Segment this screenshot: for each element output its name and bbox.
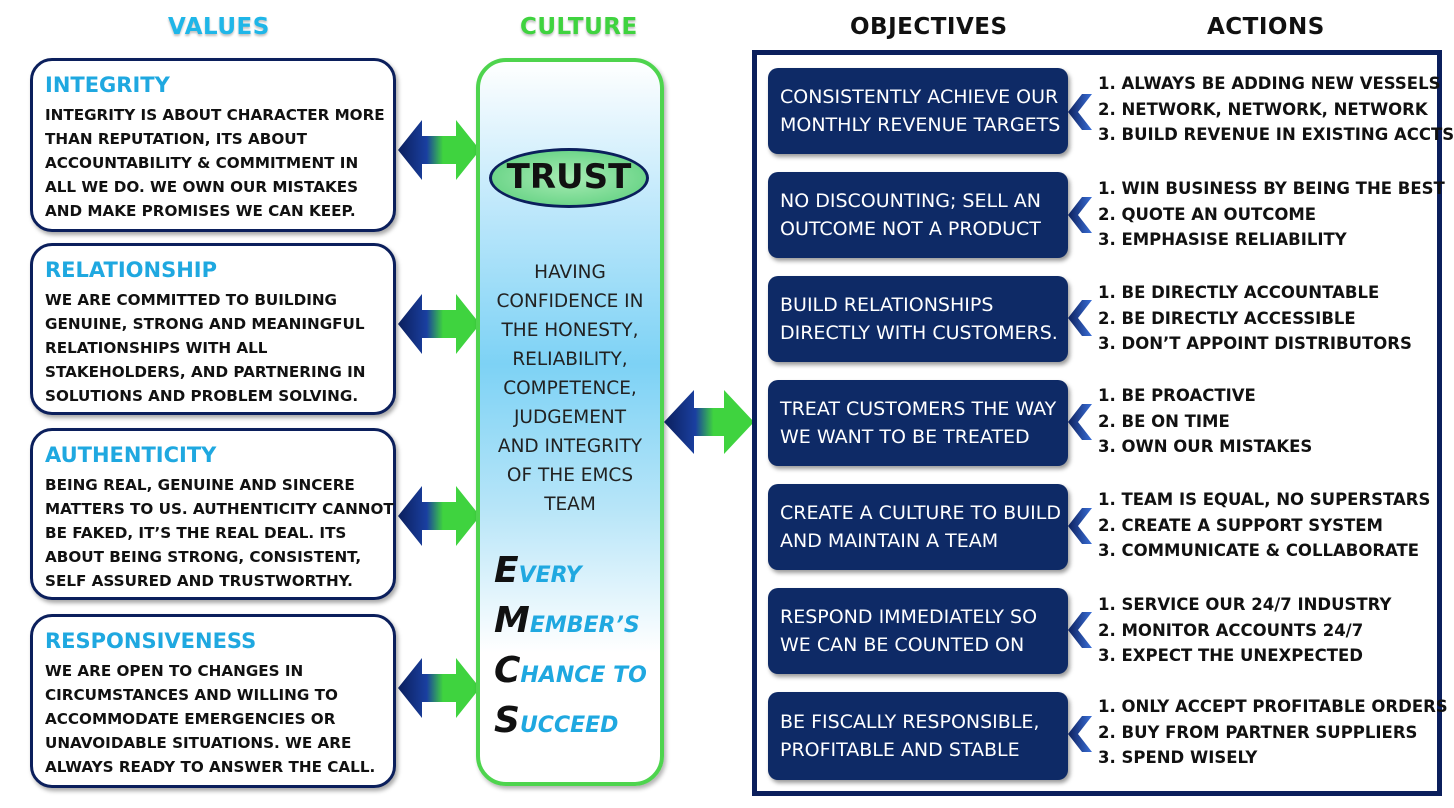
double-arrow-icon [398, 486, 480, 546]
chevron-left-icon [1068, 612, 1092, 648]
values-header: VALUES [168, 14, 270, 40]
value-card-integrity: INTEGRITY INTEGRITY IS ABOUT CHARACTER M… [30, 58, 396, 232]
trust-badge: TRUST [489, 148, 649, 208]
chevron-left-icon [1068, 716, 1092, 752]
objectives-header: OBJECTIVES [850, 14, 1008, 40]
double-arrow-icon [664, 390, 754, 454]
chevron-left-icon [1068, 508, 1092, 544]
actions-header: ACTIONS [1207, 14, 1325, 40]
culture-description: HAVING CONFIDENCE IN THE HONESTY, RELIAB… [496, 262, 644, 515]
acronym-line: Member’s [494, 600, 640, 641]
double-arrow-icon [398, 658, 480, 718]
value-title: INTEGRITY [45, 73, 170, 97]
chevron-left-icon [1068, 404, 1092, 440]
value-title: RESPONSIVENESS [45, 629, 257, 653]
acronym-line: Every [494, 550, 582, 591]
chevron-left-icon [1068, 94, 1092, 130]
value-title: RELATIONSHIP [45, 258, 217, 282]
value-card-relationship: RELATIONSHIP WE ARE COMMITTED TO BUILDIN… [30, 243, 396, 415]
culture-header: CULTURE [520, 14, 638, 40]
acronym-line: Chance to [494, 650, 647, 691]
acronym-line: Succeed [494, 700, 619, 741]
chevron-left-icon [1068, 197, 1092, 233]
value-card-responsiveness: RESPONSIVENESS WE ARE OPEN TO CHANGES IN… [30, 614, 396, 788]
chevron-left-icon [1068, 300, 1092, 336]
double-arrow-icon [398, 294, 480, 354]
culture-panel: TRUST HAVING CONFIDENCE IN THE HONESTY, … [476, 58, 664, 786]
value-title: AUTHENTICITY [45, 443, 217, 467]
double-arrow-icon [398, 120, 480, 180]
objective-box: BE FISCALLY RESPONSIBLE,PROFITABLE AND S… [768, 692, 1068, 780]
value-card-authenticity: AUTHENTICITY BEING REAL, GENUINE AND SIN… [30, 428, 396, 600]
